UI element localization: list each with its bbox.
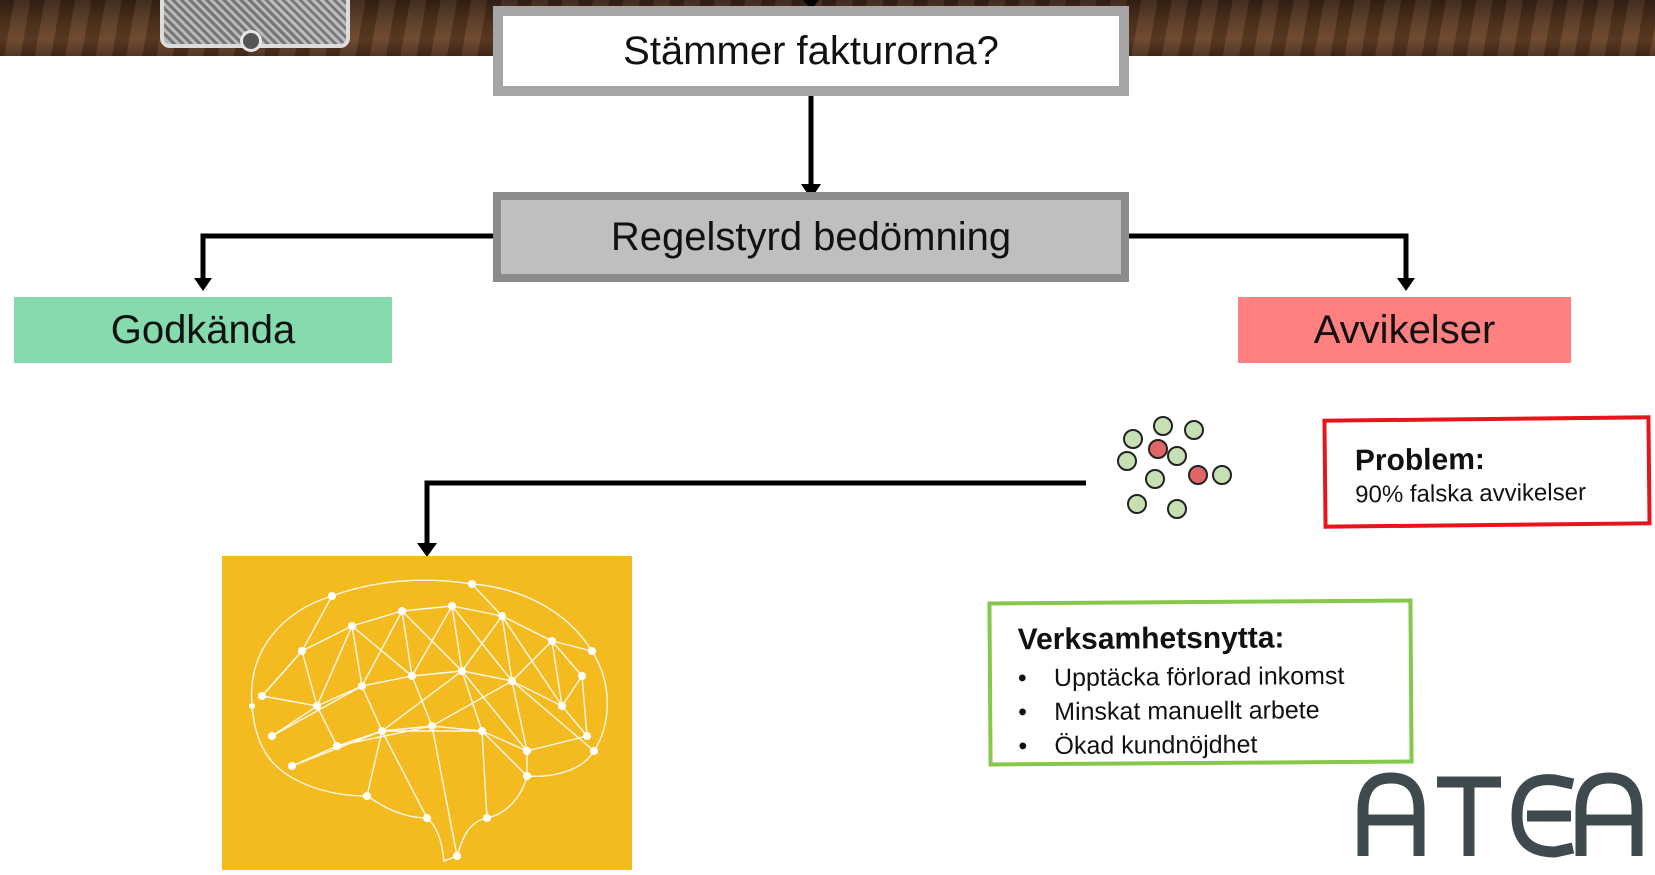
arrowhead-deviations <box>1397 278 1415 291</box>
benefit-title: Verksamhetsnytta: <box>1017 621 1285 657</box>
approved-label: Godkända <box>110 307 296 352</box>
problem-text: 90% falska avvikelser <box>1355 478 1587 509</box>
benefit-item-text: Ökad kundnöjdhet <box>1054 730 1258 761</box>
brain-network-drawing <box>249 579 608 862</box>
benefit-list: •Upptäcka förlorad inkomst •Minskat manu… <box>1018 659 1410 764</box>
benefit-item: •Minskat manuellt arbete <box>1018 693 1409 730</box>
problem-callout: Problem: 90% falska avvikelser <box>1322 415 1652 529</box>
dot-cluster-icon <box>1117 416 1232 519</box>
atea-logo <box>1357 772 1643 858</box>
deviations-label: Avvikelser <box>1313 307 1496 352</box>
connector-rules-to-approved <box>200 233 493 280</box>
benefit-item: •Upptäcka förlorad inkomst <box>1018 659 1409 696</box>
arrowhead-top <box>803 0 819 10</box>
rule-assessment-box: Regelstyrd bedömning <box>493 192 1129 282</box>
banner-stamp-knob <box>240 30 262 52</box>
brain-network-icon <box>222 556 632 870</box>
approved-box: Godkända <box>14 297 392 363</box>
problem-title: Problem: <box>1354 443 1486 478</box>
benefit-item-text: Upptäcka förlorad inkomst <box>1053 661 1345 693</box>
question-box: Stämmer fakturorna? <box>493 6 1129 96</box>
connector-dots-to-brain <box>424 480 1086 547</box>
arrowhead-rules <box>801 184 821 199</box>
connector-rules-to-deviations <box>1129 233 1409 280</box>
business-benefit-callout: Verksamhetsnytta: •Upptäcka förlorad ink… <box>987 598 1414 767</box>
question-label: Stämmer fakturorna? <box>623 28 999 73</box>
arrowhead-brain <box>417 543 437 557</box>
rule-assessment-label: Regelstyrd bedömning <box>610 214 1012 259</box>
arrowhead-approved <box>194 278 212 291</box>
benefit-item: •Ökad kundnöjdhet <box>1018 727 1409 764</box>
benefit-item-text: Minskat manuellt arbete <box>1054 696 1320 727</box>
deviations-box: Avvikelser <box>1238 297 1571 363</box>
